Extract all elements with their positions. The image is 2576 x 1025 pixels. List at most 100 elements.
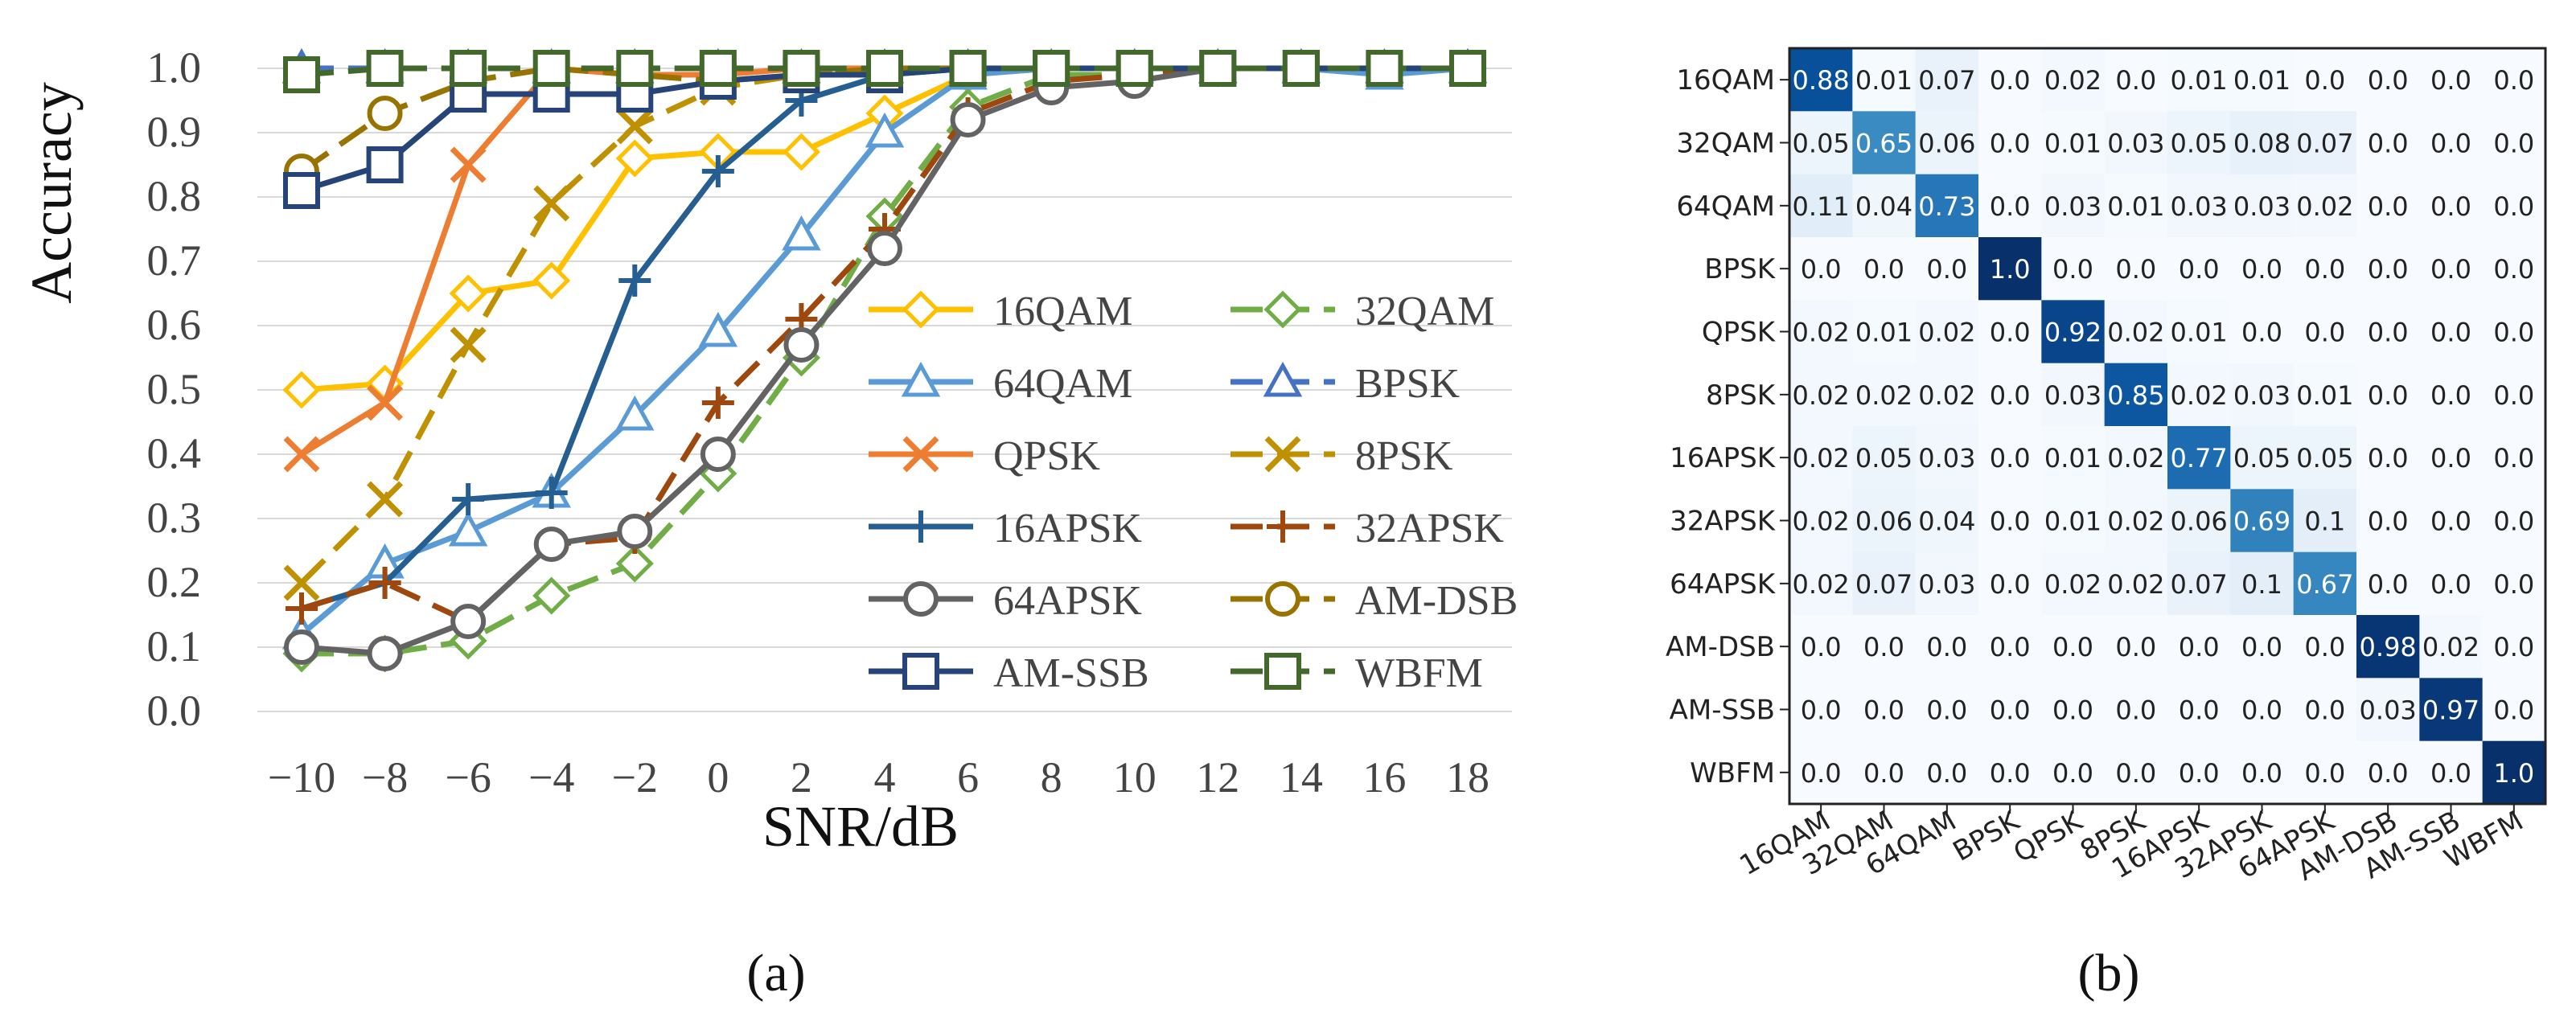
cell-value: 0.65 — [1855, 129, 1912, 159]
data-point — [701, 155, 734, 187]
cell-value: 0.0 — [1990, 191, 2031, 222]
cell-value: 0.0 — [2430, 254, 2471, 285]
row-label: BPSK — [1704, 253, 1776, 285]
heatmap-cell — [1978, 111, 2042, 175]
heatmap-cell — [1852, 363, 1917, 427]
heatmap-cell — [1978, 363, 2042, 427]
cell-value: 0.06 — [1918, 129, 1975, 159]
heatmap-cell — [2104, 551, 2168, 616]
heatmap-cell — [1789, 237, 1853, 301]
heatmap-cell — [2482, 615, 2546, 679]
y-tick-label: 0.9 — [147, 108, 202, 156]
heatmap-cell — [1915, 237, 1979, 301]
cell-value: 0.0 — [2115, 632, 2156, 662]
heatmap-cell — [2230, 48, 2295, 112]
heatmap-cell — [2356, 48, 2420, 112]
series-wbfm — [283, 50, 1486, 93]
legend-label: QPSK — [993, 433, 1100, 479]
y-tick-label: 0.7 — [147, 236, 202, 285]
heatmap-cell — [2230, 300, 2295, 364]
data-point — [905, 510, 937, 543]
data-point — [617, 514, 653, 549]
data-point — [615, 139, 654, 178]
heatmap-cell — [2230, 551, 2295, 616]
data-point — [1115, 50, 1153, 87]
data-point — [615, 395, 655, 431]
x-tick-label: 18 — [1446, 753, 1489, 802]
y-tick-label: 0.2 — [147, 558, 202, 606]
cell-value: 0.0 — [1801, 254, 1842, 285]
cell-value: 0.0 — [1990, 569, 2031, 600]
data-point — [1282, 50, 1320, 87]
cell-value: 0.0 — [2493, 318, 2534, 348]
cell-value: 0.07 — [1918, 65, 1975, 96]
heatmap-cell — [2167, 678, 2231, 742]
cell-value: 0.01 — [2044, 443, 2101, 474]
heatmap-cell — [2167, 48, 2231, 112]
cell-value: 0.0 — [2368, 129, 2409, 159]
heatmap-cell — [2419, 48, 2484, 112]
cell-value: 0.0 — [1926, 254, 1967, 285]
heatmap-cell — [2104, 300, 2168, 364]
legend-label: AM-SSB — [993, 650, 1149, 696]
cell-value: 0.0 — [2115, 65, 2156, 96]
heatmap-cell — [2293, 363, 2357, 427]
data-point — [782, 215, 821, 251]
heatmap-cell — [2041, 111, 2106, 175]
x-tick-label: 4 — [874, 753, 896, 802]
heatmap-cell — [2230, 740, 2295, 805]
cell-value: 0.05 — [1855, 443, 1912, 474]
heatmap-cell — [1978, 615, 2042, 679]
data-point — [1449, 50, 1486, 87]
column-label: QPSK — [2008, 804, 2089, 869]
heatmap-cell — [2230, 174, 2295, 238]
data-point — [450, 326, 487, 363]
heatmap-cell — [2230, 489, 2295, 553]
x-tick-label: −8 — [362, 753, 408, 802]
heatmap-cell — [2482, 48, 2546, 112]
heatmap-cell — [2230, 426, 2295, 490]
data-point — [533, 527, 569, 562]
heatmap-cell — [2230, 111, 2295, 175]
heatmap-cell — [2230, 678, 2295, 742]
cell-value: 0.1 — [2304, 506, 2345, 537]
cell-value: 0.0 — [1863, 254, 1904, 285]
cell-value: 0.0 — [2368, 318, 2409, 348]
heatmap-cell — [2356, 615, 2420, 679]
cell-value: 0.0 — [1801, 632, 1842, 662]
heatmap-cell — [2041, 48, 2106, 112]
heatmap-cell — [2041, 174, 2106, 238]
cell-value: 0.92 — [2044, 318, 2101, 348]
row-label: 64APSK — [1670, 568, 1777, 601]
data-point — [452, 483, 485, 515]
cell-value: 0.01 — [2171, 318, 2228, 348]
data-point — [532, 261, 571, 300]
heatmap-cell — [1852, 237, 1917, 301]
legend-item: QPSK — [869, 433, 1100, 479]
cell-value: 0.73 — [1918, 191, 1975, 222]
data-point — [1264, 653, 1301, 690]
cell-value: 0.02 — [2107, 318, 2164, 348]
cell-value: 0.0 — [1990, 129, 2031, 159]
cell-value: 0.0 — [2493, 191, 2534, 222]
heatmap-cell — [2419, 174, 2484, 238]
cell-value: 0.01 — [2233, 65, 2290, 96]
cell-value: 0.1 — [2241, 569, 2282, 600]
data-point — [699, 50, 737, 87]
heatmap-cell — [1978, 489, 2042, 553]
heatmap-cell — [2419, 363, 2484, 427]
y-tick-label: 0.6 — [147, 301, 202, 349]
heatmap-cell — [2356, 174, 2420, 238]
heatmap-cell — [1978, 174, 2042, 238]
legend-label: 32QAM — [1355, 289, 1494, 334]
heatmap-cell — [2356, 111, 2420, 175]
cell-value: 0.0 — [2241, 632, 2282, 662]
legend-item: 32QAM — [1230, 289, 1494, 334]
data-point — [282, 371, 321, 409]
cell-value: 0.0 — [2493, 380, 2534, 411]
cell-value: 0.03 — [2107, 129, 2164, 159]
heatmap-cell — [2167, 426, 2231, 490]
heatmap-cell — [2041, 615, 2106, 679]
cell-value: 0.0 — [2430, 191, 2471, 222]
data-point — [450, 146, 487, 183]
